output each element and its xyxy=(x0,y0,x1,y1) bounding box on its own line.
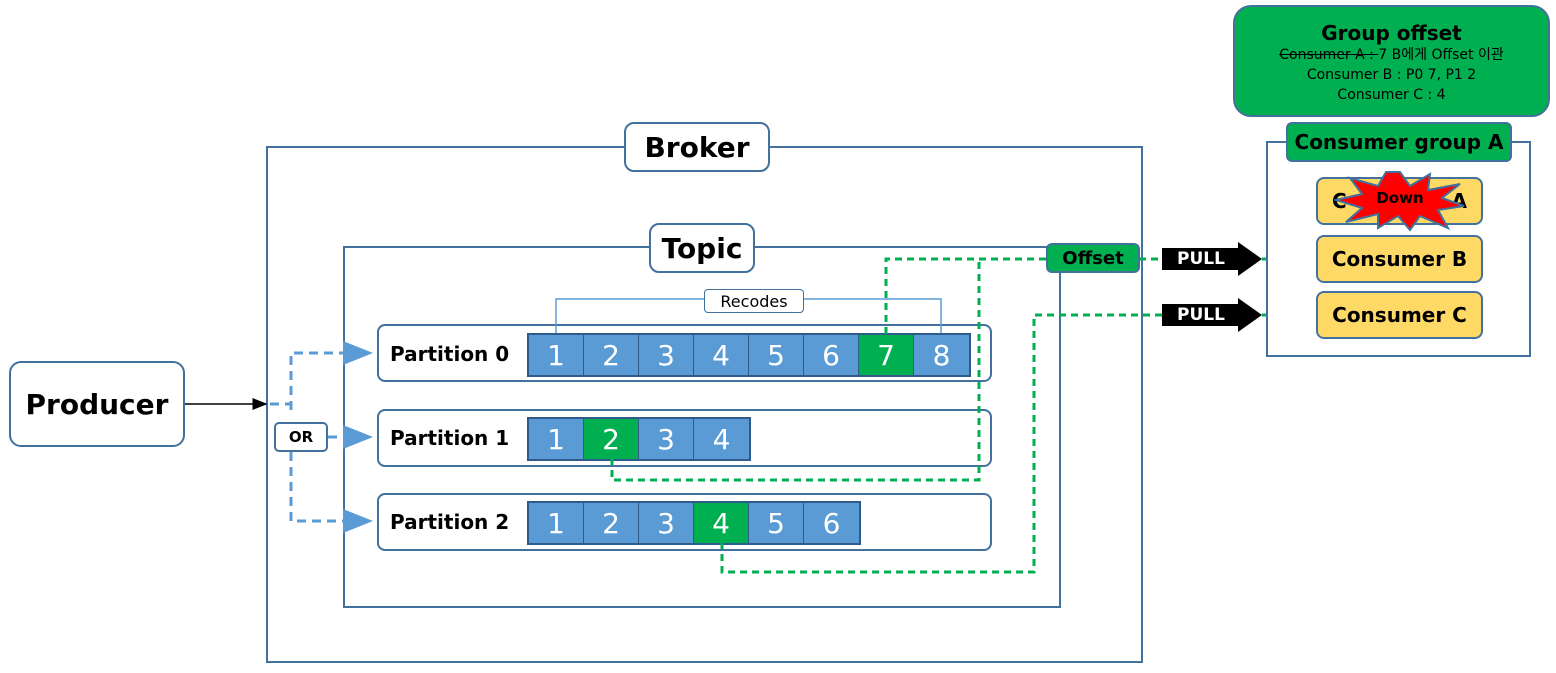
group-offset-line-a-rest: 7 B에게 Offset 이관 xyxy=(1378,47,1504,63)
record-cell: 1 xyxy=(529,419,584,459)
partition-2-label: Partition 2 xyxy=(390,510,510,534)
consumer-group-label: Consumer group A xyxy=(1286,122,1512,162)
record-cell: 6 xyxy=(804,335,859,375)
consumer-c-box: Consumer C xyxy=(1316,291,1483,339)
record-cell-offset: 2 xyxy=(584,419,639,459)
record-cell: 4 xyxy=(694,419,749,459)
record-cell: 2 xyxy=(584,335,639,375)
group-offset-title: Group offset xyxy=(1321,21,1462,45)
record-cell: 3 xyxy=(639,503,694,543)
partition-1-label: Partition 1 xyxy=(390,426,510,450)
pull-arrow-b: PULL xyxy=(1162,248,1240,270)
broker-label: Broker xyxy=(624,122,770,172)
group-offset-line-a: Consumer A : 7 B에게 Offset 이관 xyxy=(1235,45,1548,65)
record-cell: 3 xyxy=(639,335,694,375)
record-cell-offset: 4 xyxy=(694,503,749,543)
pull-arrow-c: PULL xyxy=(1162,304,1240,326)
pull-label-b: PULL xyxy=(1162,248,1240,270)
pull-arrow-head-c xyxy=(1238,298,1262,332)
or-label: OR xyxy=(274,422,328,452)
partition-0-label: Partition 0 xyxy=(390,342,510,366)
group-offset-line-c: Consumer C : 4 xyxy=(1337,87,1446,103)
record-cell: 2 xyxy=(584,503,639,543)
pull-label-c: PULL xyxy=(1162,304,1240,326)
record-cell: 4 xyxy=(694,335,749,375)
offset-tag: Offset xyxy=(1046,243,1140,273)
record-cell: 8 xyxy=(914,335,969,375)
topic-label: Topic xyxy=(649,223,755,273)
record-cell: 5 xyxy=(749,335,804,375)
record-cell: 1 xyxy=(529,335,584,375)
recodes-label: Recodes xyxy=(704,289,804,313)
down-label: Down xyxy=(1376,189,1424,207)
group-offset-line-a-struck: Consumer A : xyxy=(1279,47,1379,63)
record-cell-offset: 7 xyxy=(859,335,914,375)
record-cell: 1 xyxy=(529,503,584,543)
record-cell: 3 xyxy=(639,419,694,459)
producer-box: Producer xyxy=(9,361,185,447)
record-cell: 5 xyxy=(749,503,804,543)
group-offset-line-b: Consumer B : P0 7, P1 2 xyxy=(1306,67,1477,83)
group-offset-box: Group offset Consumer A : 7 B에게 Offset 이… xyxy=(1233,5,1550,117)
consumer-b-box: Consumer B xyxy=(1316,235,1483,283)
down-burst xyxy=(1334,171,1465,232)
record-cell: 6 xyxy=(804,503,859,543)
pull-arrow-head-b xyxy=(1238,242,1262,276)
